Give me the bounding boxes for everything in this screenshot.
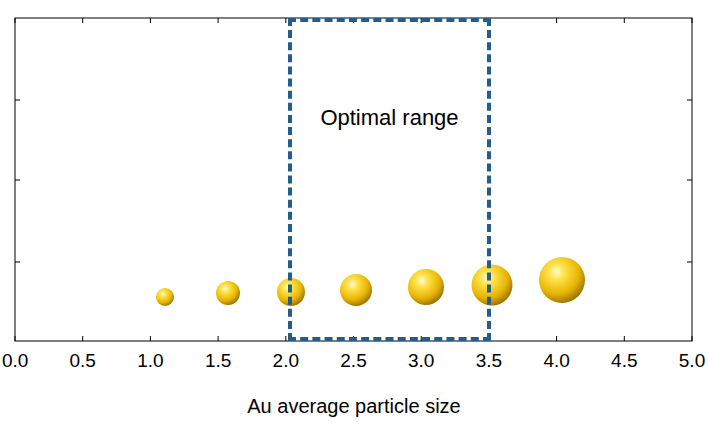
tick xyxy=(15,262,20,263)
tick-label: 0.5 xyxy=(69,350,95,372)
tick xyxy=(687,100,692,101)
gold-particle xyxy=(408,269,444,305)
tick-label: 4.5 xyxy=(611,350,637,372)
tick xyxy=(218,336,219,341)
tick-label: 4.0 xyxy=(543,350,569,372)
tick-label: 3.0 xyxy=(408,350,434,372)
tick xyxy=(82,18,83,23)
tick-label: 0.0 xyxy=(2,350,28,372)
range-box: Optimal range xyxy=(288,18,491,341)
tick xyxy=(285,18,286,23)
tick xyxy=(692,18,693,23)
tick xyxy=(624,18,625,23)
tick-label: 2.0 xyxy=(273,350,299,372)
gold-particle xyxy=(340,274,372,306)
tick xyxy=(15,336,16,341)
tick xyxy=(556,18,557,23)
tick-label: 1.0 xyxy=(137,350,163,372)
tick xyxy=(15,100,20,101)
tick xyxy=(218,18,219,23)
gold-particle xyxy=(216,281,240,305)
tick xyxy=(15,180,20,181)
tick-label: 2.5 xyxy=(340,350,366,372)
tick xyxy=(692,336,693,341)
tick xyxy=(82,336,83,341)
tick xyxy=(624,336,625,341)
tick xyxy=(687,262,692,263)
tick xyxy=(687,180,692,181)
gold-particle xyxy=(472,265,513,306)
tick xyxy=(150,336,151,341)
tick-label: 3.5 xyxy=(476,350,502,372)
axis-ticks xyxy=(15,18,692,341)
tick xyxy=(15,18,16,23)
tick xyxy=(150,18,151,23)
gold-particle xyxy=(539,257,585,303)
gold-particles xyxy=(156,257,585,306)
tick-label: 1.5 xyxy=(205,350,231,372)
gold-particle xyxy=(156,288,174,306)
plot-frame xyxy=(15,18,692,341)
tick xyxy=(556,336,557,341)
tick-label: 5.0 xyxy=(679,350,705,372)
axis-title: Au average particle size xyxy=(247,395,460,418)
range-label: Optimal range xyxy=(292,104,487,132)
tick xyxy=(285,336,286,341)
